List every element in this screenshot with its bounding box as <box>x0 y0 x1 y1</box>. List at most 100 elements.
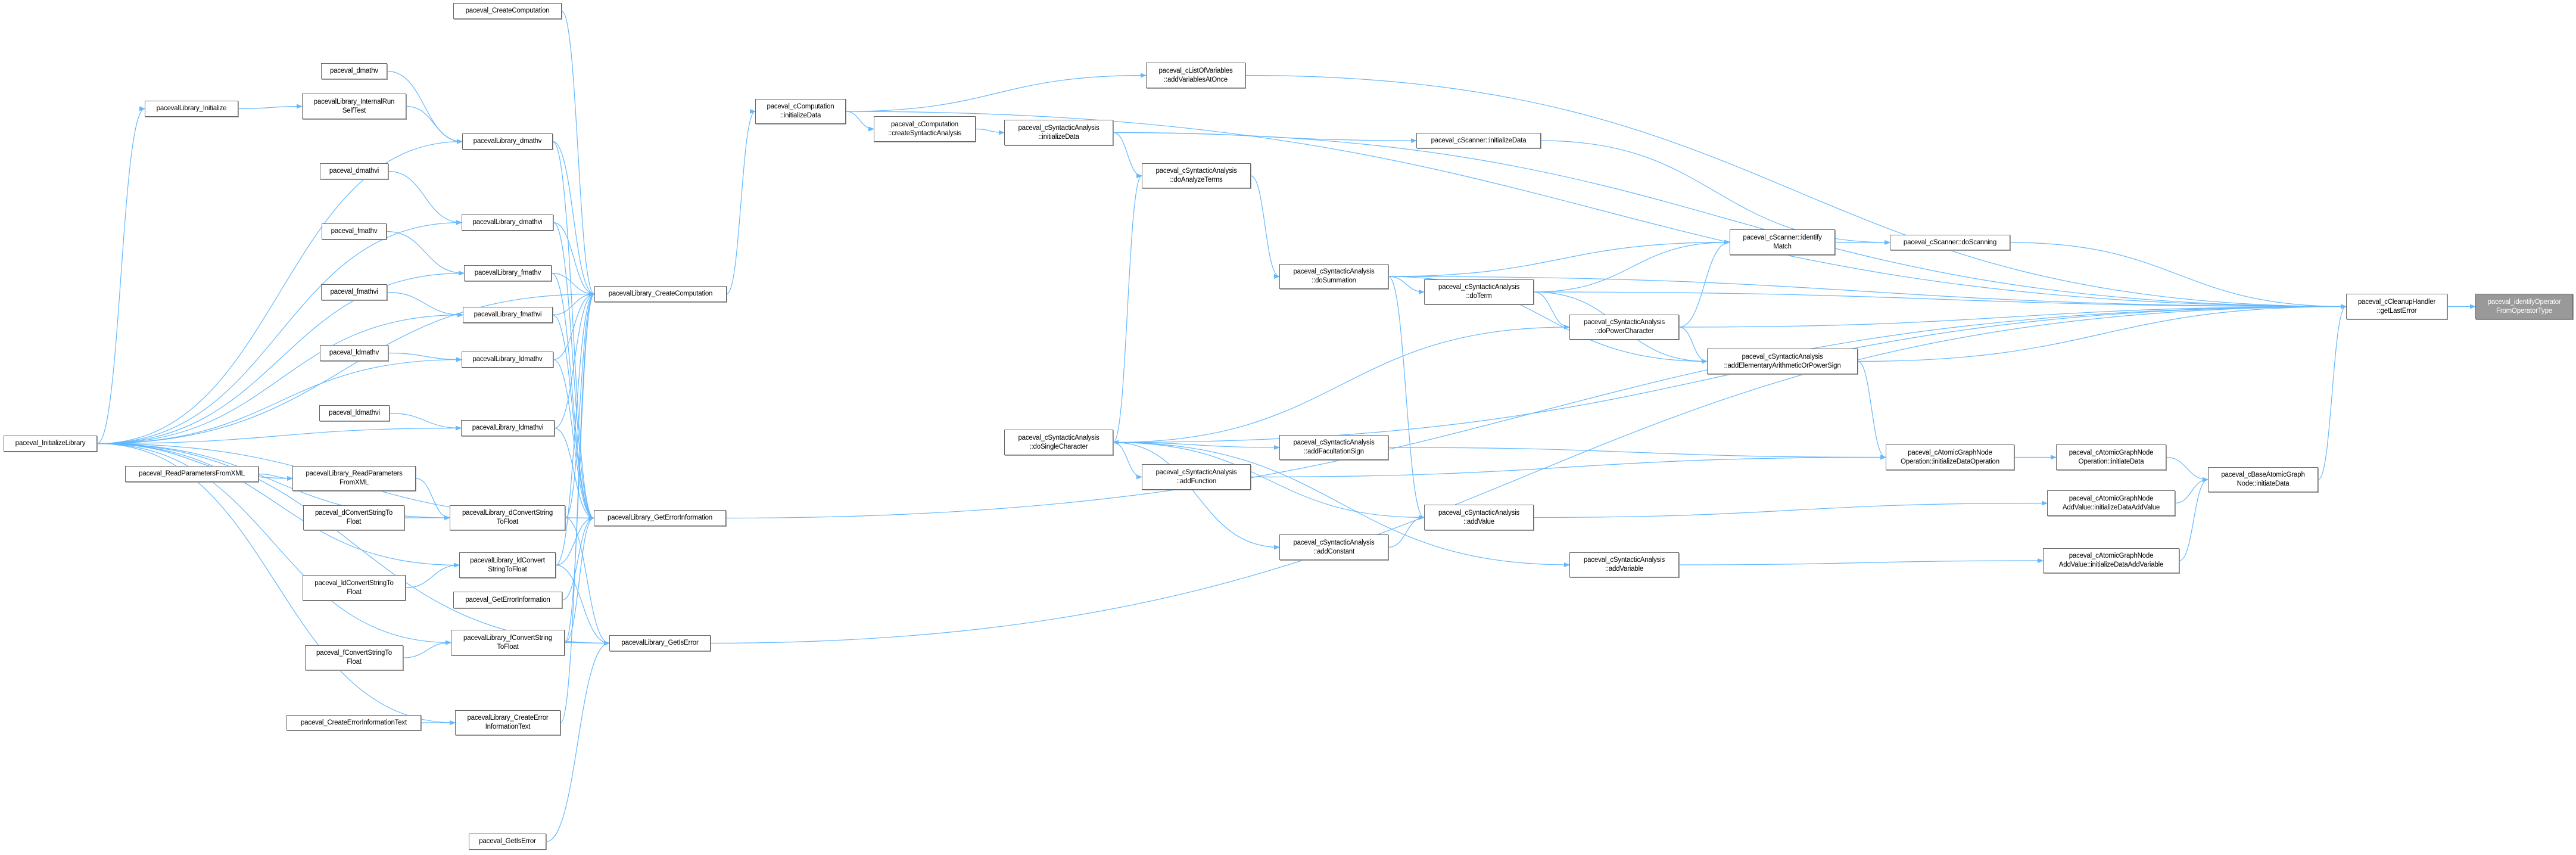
graph-node-paceval-fmathv[interactable]: paceval_fmathv <box>322 223 387 240</box>
graph-node-pacevallibrary-fmathvi[interactable]: pacevalLibrary_fmathvi <box>463 307 553 323</box>
call-edge-oid-to-bid <box>2166 456 2209 482</box>
call-edge-dpow-to-im <box>1678 240 1730 328</box>
call-edge-lgei-to-gle <box>725 304 2347 519</box>
graph-node-paceval-csyntacticanalysis-addvariable[interactable]: paceval_cSyntacticAnalysis ::addVariable <box>1569 552 1679 577</box>
call-edge-cci-to-ccsa <box>845 111 874 132</box>
call-edge-sci-to-ds <box>1540 140 1890 245</box>
graph-node-paceval-createcomputation[interactable]: paceval_CreateComputation <box>453 3 562 19</box>
call-edge-pdvi-to-ldvi <box>388 170 462 225</box>
graph-node-pacevallibrary-dmathvi[interactable]: pacevalLibrary_dmathvi <box>462 214 553 231</box>
graph-node-paceval-catomicgraphnodeaddvalue-initializedataaddvariable[interactable]: paceval_cAtomicGraphNode AddValue::initi… <box>2043 548 2179 573</box>
call-edge-dsc-to-avar <box>1113 442 1570 567</box>
graph-node-paceval-csyntacticanalysis-addvalue[interactable]: paceval_cSyntacticAnalysis ::addValue <box>1424 505 1534 530</box>
graph-node-pacevallibrary-ldconvertstringtofloat[interactable]: pacevalLibrary_ldConvert StringToFloat <box>459 552 556 578</box>
graph-node-paceval-dconvertstringtofloat[interactable]: paceval_dConvertStringTo Float <box>303 505 404 530</box>
graph-node-paceval-createerrorinformationtext[interactable]: paceval_CreateErrorInformationText <box>286 715 421 730</box>
call-edge-afn-to-ido <box>1250 455 1886 478</box>
graph-node-paceval-csyntacticanalysis-dopowercharacter[interactable]: paceval_cSyntacticAnalysis ::doPowerChar… <box>1569 315 1679 340</box>
call-edge-dsc-to-dat <box>1113 173 1142 443</box>
call-edge-pldv-to-lldv <box>388 352 462 362</box>
call-edge-dterm-to-dpow <box>1533 291 1570 329</box>
graph-node-paceval-cscanner-identifymatch[interactable]: paceval_cScanner::identify Match <box>1730 229 1835 255</box>
call-edge-ldc-to-lgie <box>565 517 610 646</box>
graph-node-paceval-catomicgraphnodeaddvalue-initializedataaddvalue[interactable]: paceval_cAtomicGraphNode AddValue::initi… <box>2047 490 2175 516</box>
call-edge-lfvi-to-lcc <box>552 291 595 316</box>
graph-node-pacevallibrary-ldmathvi[interactable]: pacevalLibrary_ldmathvi <box>461 420 555 436</box>
graph-node-paceval-ccleanuphandler-getlasterror[interactable]: paceval_cCleanupHandler ::getLastError <box>2346 294 2447 319</box>
graph-node-pacevallibrary-dmathv[interactable]: pacevalLibrary_dmathv <box>462 133 553 150</box>
call-edge-lldv-to-lgei <box>553 359 594 521</box>
graph-node-paceval-ldmathv[interactable]: paceval_ldmathv <box>320 345 388 361</box>
call-edge-lfc-to-lgei <box>564 515 594 643</box>
graph-node-paceval-cscanner-doscanning[interactable]: paceval_cScanner::doScanning <box>1890 235 2010 250</box>
call-edge-lldc-to-lcc <box>555 291 595 566</box>
graph-node-pacevallibrary-createerrorinformationtext[interactable]: pacevalLibrary_CreateError InformationTe… <box>455 710 560 735</box>
call-edge-pgie-to-lgie <box>546 641 610 842</box>
call-edge-pldc-to-lldc <box>405 562 460 589</box>
call-edge-aeap-to-ido <box>1857 360 1886 460</box>
call-edge-pil-to-lfv <box>96 271 465 444</box>
call-edge-ldvi-to-lgei <box>553 222 594 521</box>
call-edge-cci-to-lov <box>845 73 1147 112</box>
call-edge-dterm-to-im <box>1533 240 1730 293</box>
graph-node-paceval-ccomputation-initializedata[interactable]: paceval_cComputation ::initializeData <box>755 99 846 124</box>
graph-node-paceval-csyntacticanalysis-initializedata[interactable]: paceval_cSyntacticAnalysis ::initializeD… <box>1004 120 1113 145</box>
graph-node-pacevallibrary-fmathv[interactable]: pacevalLibrary_fmathv <box>464 265 552 281</box>
call-edge-lfc-to-lcc <box>564 291 595 643</box>
call-edge-dpow-to-gle <box>1678 304 2347 328</box>
graph-node-pacevallibrary-dconvertstringtofloat[interactable]: pacevalLibrary_dConvertString ToFloat <box>450 505 565 530</box>
graph-node-paceval-csyntacticanalysis-dosummation[interactable]: paceval_cSyntacticAnalysis ::doSummation <box>1279 264 1388 289</box>
call-edge-lrp-to-ldc <box>415 478 450 520</box>
graph-node-paceval-readparametersfromxml[interactable]: paceval_ReadParametersFromXML <box>125 466 258 482</box>
call-edge-lldv-to-lcc <box>553 291 595 360</box>
graph-node-pacevallibrary-readparametersfromxml[interactable]: pacevalLibrary_ReadParameters FromXML <box>292 466 416 491</box>
call-edge-pil-to-lldv <box>96 357 462 444</box>
graph-node-paceval-csyntacticanalysis-addconstant[interactable]: paceval_cSyntacticAnalysis ::addConstant <box>1279 534 1388 560</box>
graph-node-paceval-csyntacticanalysis-addfunction[interactable]: paceval_cSyntacticAnalysis ::addFunction <box>1142 464 1251 490</box>
graph-node-pacevallibrary-fconvertstringtofloat[interactable]: pacevalLibrary_fConvertString ToFloat <box>451 630 565 655</box>
call-edge-pfvi-to-lfvi <box>387 291 463 318</box>
call-edge-idavr-to-bid <box>2179 477 2209 561</box>
graph-node-paceval-ldmathvi[interactable]: paceval_ldmathvi <box>319 405 390 421</box>
call-edge-pil-to-lceit <box>96 443 456 725</box>
graph-node-paceval-csyntacticanalysis-addfacultationsign[interactable]: paceval_cSyntacticAnalysis ::addFacultat… <box>1279 435 1388 460</box>
graph-node-paceval-clistofvariables-addvariablesatonce[interactable]: paceval_cListOfVariables ::addVariablesA… <box>1146 63 1245 88</box>
graph-node-pacevallibrary-initialize[interactable]: pacevalLibrary_Initialize <box>145 101 238 117</box>
graph-node-paceval-ccomputation-createsyntacticanalysis[interactable]: paceval_cComputation ::createSyntacticAn… <box>874 116 976 142</box>
graph-node-paceval-identifyoperatorfromoperatortype: paceval_identifyOperator FromOperatorTyp… <box>2475 294 2573 319</box>
call-edge-lcc-to-cci <box>726 109 756 295</box>
graph-node-paceval-cscanner-initializedata[interactable]: paceval_cScanner::initializeData <box>1416 133 1541 148</box>
graph-node-pacevallibrary-ldmathv[interactable]: pacevalLibrary_ldmathv <box>462 352 553 368</box>
graph-node-paceval-fmathvi[interactable]: paceval_fmathvi <box>321 284 387 300</box>
graph-node-paceval-cbaseatomicgraphnode-initiatedata[interactable]: paceval_cBaseAtomicGraph Node::initiateD… <box>2208 467 2318 492</box>
graph-node-pacevallibrary-createcomputation[interactable]: pacevalLibrary_CreateComputation <box>594 286 727 302</box>
graph-node-paceval-csyntacticanalysis-dosinglecharacter[interactable]: paceval_cSyntacticAnalysis ::doSingleCha… <box>1004 430 1113 455</box>
graph-node-pacevallibrary-internalrunselftest[interactable]: pacevalLibrary_InternalRun SelfTest <box>302 94 406 119</box>
graph-node-paceval-csyntacticanalysis-doanalyzeterms[interactable]: paceval_cSyntacticAnalysis ::doAnalyzeTe… <box>1142 163 1251 188</box>
call-edge-dpow-to-aeap <box>1678 327 1708 364</box>
call-edge-lceit-to-lcc <box>560 291 595 723</box>
graph-node-paceval-initializelibrary[interactable]: paceval_InitializeLibrary <box>4 436 97 452</box>
call-edge-irst-to-ldv <box>406 105 463 144</box>
call-edge-pfc-to-lfc <box>403 640 451 658</box>
call-edge-dsum-to-im <box>1388 240 1730 277</box>
graph-node-paceval-ldconvertstringtofloat[interactable]: paceval_ldConvertStringTo Float <box>303 575 406 601</box>
call-edge-pil-to-lldvi <box>96 425 462 444</box>
graph-node-paceval-getiserror[interactable]: paceval_GetIsError <box>469 834 546 850</box>
graph-node-pacevallibrary-getiserror[interactable]: pacevalLibrary_GetIsError <box>609 635 711 651</box>
call-edge-pdv-to-ldv <box>387 70 463 144</box>
graph-node-paceval-geterrorinformation[interactable]: paceval_GetErrorInformation <box>453 592 562 608</box>
call-edge-dsum-to-aval <box>1388 276 1425 520</box>
graph-node-paceval-dmathv[interactable]: paceval_dmathv <box>321 63 387 79</box>
graph-node-paceval-csyntacticanalysis-doterm[interactable]: paceval_cSyntacticAnalysis ::doTerm <box>1424 279 1534 304</box>
graph-node-paceval-catomicgraphnodeoperation-initiatedata[interactable]: paceval_cAtomicGraphNode Operation::init… <box>2056 444 2166 470</box>
graph-node-paceval-fconvertstringtofloat[interactable]: paceval_fConvertStringTo Float <box>305 645 403 670</box>
graph-node-paceval-catomicgraphnodeoperation-initializedataoperation[interactable]: paceval_cAtomicGraphNode Operation::init… <box>1886 444 2014 470</box>
graph-node-pacevallibrary-geterrorinformation[interactable]: pacevalLibrary_GetErrorInformation <box>594 510 726 526</box>
call-edge-lfv-to-lcc <box>551 272 595 297</box>
call-edge-aeap-to-gle <box>1857 304 2347 362</box>
call-edge-dpow-to-dsc <box>1113 327 1570 445</box>
graph-node-paceval-csyntacticanalysis-addelementaryarithmeticorpowersign[interactable]: paceval_cSyntacticAnalysis ::addElementa… <box>1707 349 1858 374</box>
graph-node-paceval-dmathvi[interactable]: paceval_dmathvi <box>320 163 388 179</box>
call-edge-ds-to-gle <box>2010 242 2347 309</box>
